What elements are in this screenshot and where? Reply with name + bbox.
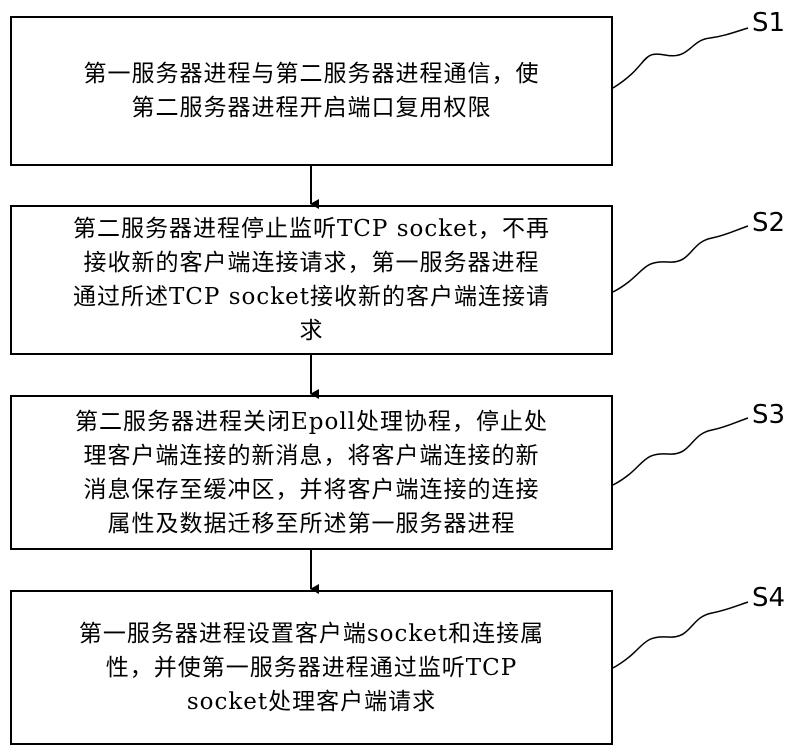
step-s2-line-2: 接收新的客户端连接请求，第一服务器进程 (73, 246, 550, 280)
step-text-s2: 第二服务器进程停止监听TCP socket，不再 接收新的客户端连接请求，第一服… (59, 212, 564, 348)
step-label-s3: S3 (752, 400, 785, 430)
step-text-s4: 第一服务器进程设置客户端socket和连接属 性，并使第一服务器进程通过监听TC… (65, 617, 558, 719)
step-label-s2: S2 (752, 208, 785, 238)
leader-line-s1 (613, 28, 748, 88)
step-label-s1: S1 (752, 8, 785, 38)
step-s3-line-1: 第二服务器进程关闭Epoll处理协程，停止处 (75, 405, 548, 439)
step-s4-line-1: 第一服务器进程设置客户端socket和连接属 (79, 617, 544, 651)
leader-line-s2 (613, 226, 748, 292)
leader-line-s3 (613, 418, 748, 485)
step-box-s2: 第二服务器进程停止监听TCP socket，不再 接收新的客户端连接请求，第一服… (10, 205, 613, 355)
step-s1-line-1: 第一服务器进程与第二服务器进程通信，使 (84, 57, 540, 91)
step-text-s1: 第一服务器进程与第二服务器进程通信，使 第二服务器进程开启端口复用权限 (70, 57, 554, 125)
step-label-s4: S4 (752, 583, 785, 613)
step-box-s4: 第一服务器进程设置客户端socket和连接属 性，并使第一服务器进程通过监听TC… (10, 590, 613, 745)
step-s4-line-2: 性，并使第一服务器进程通过监听TCP (79, 651, 544, 685)
step-s4-line-3: socket处理客户端请求 (79, 685, 544, 719)
step-s2-line-4: 求 (73, 314, 550, 348)
leader-line-s4 (613, 602, 748, 668)
step-s1-line-2: 第二服务器进程开启端口复用权限 (84, 91, 540, 125)
step-text-s3: 第二服务器进程关闭Epoll处理协程，停止处 理客户端连接的新消息，将客户端连接… (61, 405, 562, 541)
step-s3-line-3: 消息保存至缓冲区，并将客户端连接的连接 (75, 473, 548, 507)
step-s2-line-1: 第二服务器进程停止监听TCP socket，不再 (73, 212, 550, 246)
step-s3-line-4: 属性及数据迁移至所述第一服务器进程 (75, 507, 548, 541)
step-box-s3: 第二服务器进程关闭Epoll处理协程，停止处 理客户端连接的新消息，将客户端连接… (10, 395, 613, 550)
step-box-s1: 第一服务器进程与第二服务器进程通信，使 第二服务器进程开启端口复用权限 (10, 16, 613, 166)
step-s2-line-3: 通过所述TCP socket接收新的客户端连接请 (73, 280, 550, 314)
step-s3-line-2: 理客户端连接的新消息，将客户端连接的新 (75, 439, 548, 473)
